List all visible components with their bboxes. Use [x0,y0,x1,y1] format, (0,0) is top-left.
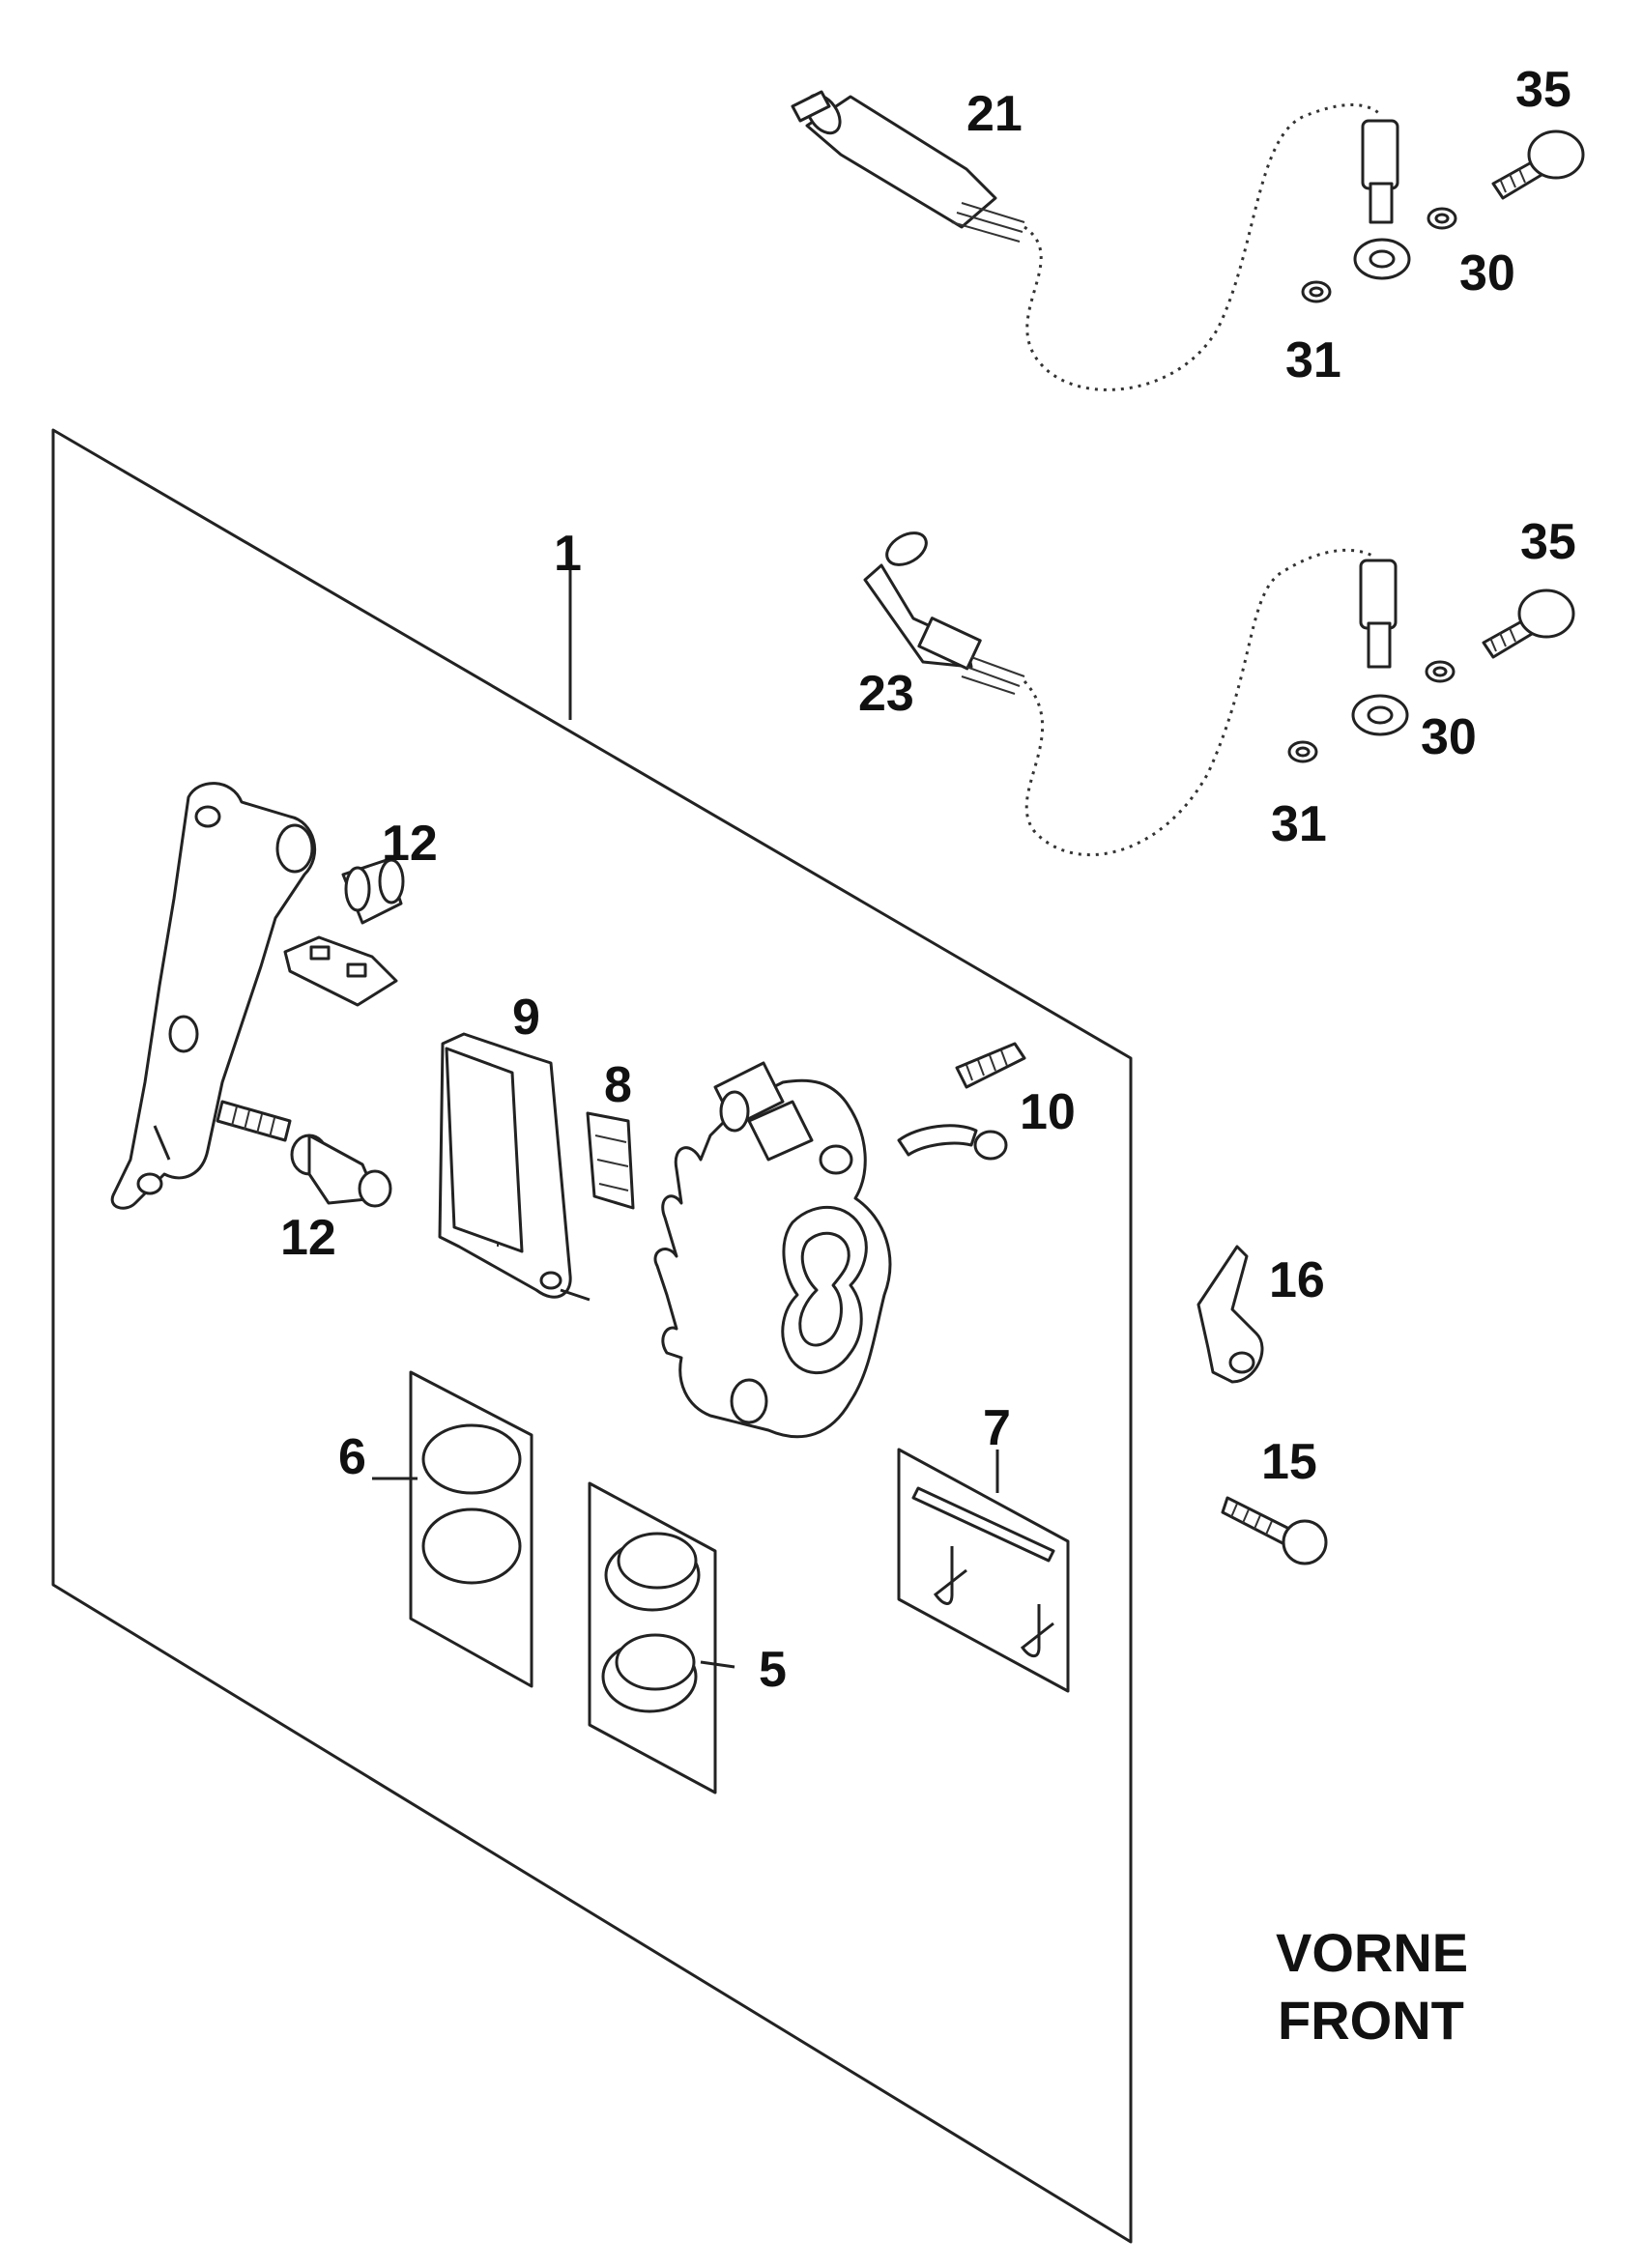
banjo-washer-31-lower [1287,740,1318,763]
dust-seal-kit [372,1370,533,1688]
banjo-washer-31-upper [1301,280,1332,303]
caption-front: FRONT [1278,1990,1464,2051]
banjo-bolt-35-upper [1491,129,1585,200]
pad-shim [586,1111,635,1210]
brake-hose-upper [791,90,1411,391]
part-label-12-upper: 12 [382,816,438,872]
guide-pin-12-lower [290,1134,392,1208]
banjo-washer-30-upper [1427,207,1457,230]
pad-spring-clip [283,935,398,1007]
assembly-panel [51,428,1133,2244]
guide-boot-12-upper [341,858,405,925]
part-label-1: 1 [554,526,582,582]
caliper-body [653,1061,892,1439]
caliper-bracket [110,782,317,1210]
part-label-5: 5 [759,1642,787,1698]
part-label-30-upper: 30 [1459,245,1515,301]
part-label-31-upper: 31 [1285,332,1341,388]
brake-pad [438,1032,591,1302]
part-label-12-lower: 12 [280,1210,336,1266]
brake-hose-lower [863,531,1409,857]
part-label-10: 10 [1020,1084,1076,1140]
banjo-bolt-35-lower [1482,589,1575,659]
part-label-8: 8 [604,1057,632,1113]
part-label-6: 6 [338,1429,366,1485]
part-label-23: 23 [858,666,914,722]
part-label-31-lower: 31 [1271,796,1327,852]
bracket-bolt [1221,1496,1328,1565]
part-label-9: 9 [512,990,540,1046]
part-label-16: 16 [1269,1252,1325,1308]
caption-vorne: VORNE [1276,1922,1468,1983]
part-label-15: 15 [1261,1434,1317,1490]
part-label-35-upper: 35 [1515,62,1571,118]
hose-bracket [1196,1245,1264,1384]
part-label-35-lower: 35 [1520,514,1576,570]
pad-pin-kit [897,1448,1070,1693]
part-label-7: 7 [983,1400,1011,1456]
bleeder-valve [897,1042,1026,1161]
bracket-pin [216,1100,292,1142]
part-label-30-lower: 30 [1421,709,1477,765]
piston-seal-kit [588,1481,735,1794]
banjo-washer-30-lower [1425,660,1456,683]
part-label-21: 21 [966,86,1023,142]
